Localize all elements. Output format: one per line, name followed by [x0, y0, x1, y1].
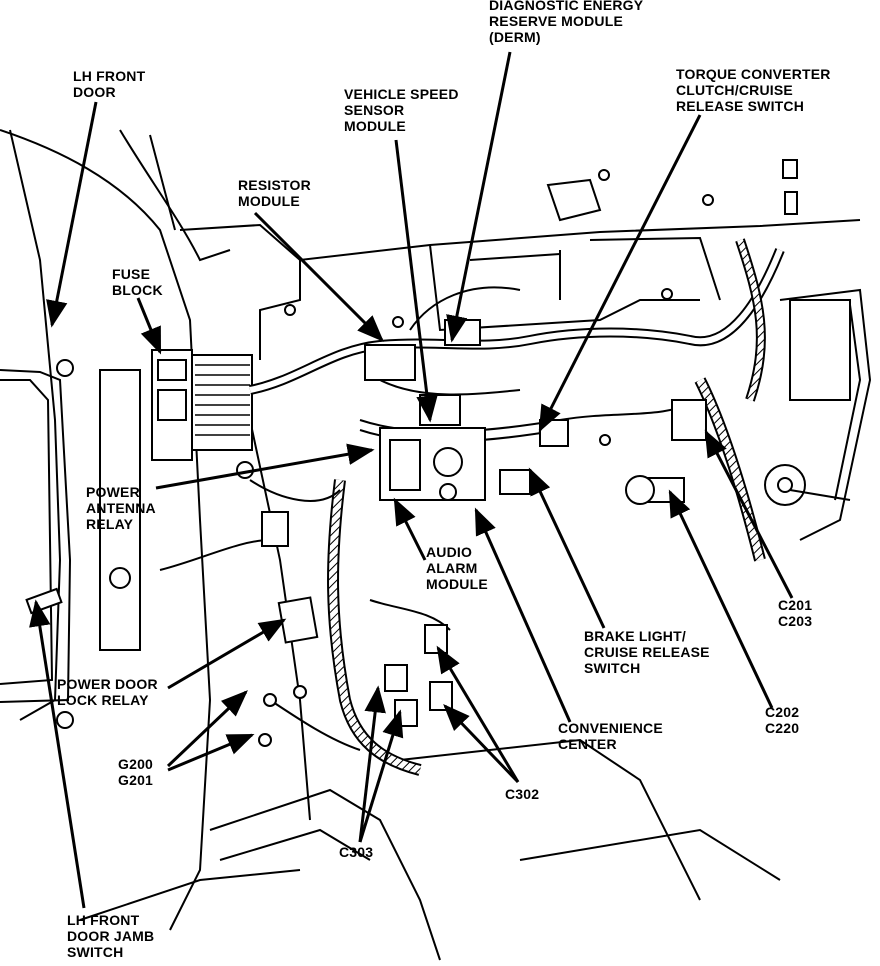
fuse-block [151, 349, 253, 461]
dash-frame [79, 219, 872, 961]
components [25, 159, 851, 747]
label-power-door-lock-relay: POWER DOOR LOCK RELAY [57, 676, 158, 708]
leader-lines [29, 51, 794, 909]
leader-g200-a [166, 690, 248, 768]
leader-power-antenna-relay [155, 443, 375, 490]
label-audio-alarm-module: AUDIO ALARM MODULE [426, 544, 488, 592]
leader-resistor-module [253, 211, 384, 342]
label-g200-g201: G200 G201 [118, 756, 154, 788]
label-power-antenna-relay: POWER ANTENNA RELAY [86, 484, 156, 532]
label-lh-front-door: LH FRONT DOOR [73, 68, 146, 100]
label-resistor-module: RESISTOR MODULE [238, 177, 311, 209]
leader-vss-module [394, 139, 438, 423]
leader-torque-converter [538, 114, 702, 433]
label-lh-front-door-jamb-switch: LH FRONT DOOR JAMB SWITCH [67, 912, 155, 960]
label-brake-light-switch: BRAKE LIGHT/ CRUISE RELEASE SWITCH [584, 628, 710, 676]
leader-g200-b [167, 733, 255, 772]
label-c303: C303 [339, 844, 374, 860]
leader-c303-a [358, 685, 386, 843]
label-fuse-block: FUSE BLOCK [112, 266, 163, 298]
leader-audio-alarm [393, 497, 427, 561]
leader-brake-light [528, 467, 606, 629]
leader-c202 [668, 489, 774, 709]
leader-c302-a [436, 645, 520, 783]
leader-door-jamb [29, 599, 86, 909]
label-convenience-center: CONVENIENCE CENTER [558, 720, 663, 752]
leader-power-door-lock [167, 618, 287, 690]
leader-c303-b [358, 709, 404, 843]
leader-lh-front-door [46, 101, 98, 328]
leader-c201 [704, 429, 794, 599]
label-vehicle-speed-sensor-module: VEHICLE SPEED SENSOR MODULE [344, 86, 459, 134]
label-torque-converter-switch: TORQUE CONVERTER CLUTCH/CRUISE RELEASE S… [676, 66, 831, 114]
leader-c302-b [443, 704, 520, 784]
leader-convenience [474, 507, 572, 723]
leader-fuse-block [136, 297, 162, 355]
label-derm: DIAGNOSTIC ENERGY RESERVE MODULE (DERM) [489, 0, 644, 45]
label-c202-c220: C202 C220 [765, 704, 800, 736]
leader-derm [446, 51, 512, 343]
label-c302: C302 [505, 786, 540, 802]
label-c201-c203: C201 C203 [778, 597, 813, 629]
